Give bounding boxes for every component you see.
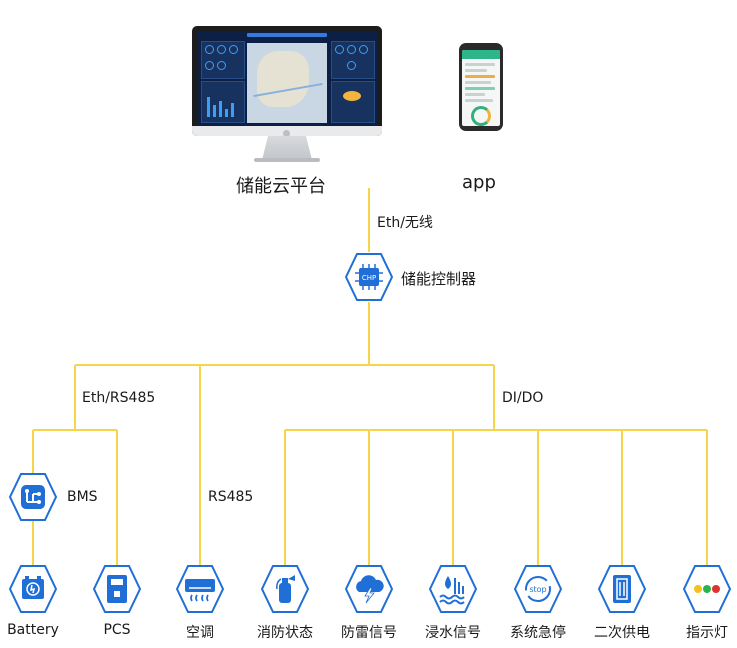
battery-icon: [22, 576, 44, 599]
indicator-node: [682, 565, 732, 613]
pcs-node: [92, 565, 142, 613]
pcs-icon: [107, 575, 127, 603]
device-label-indicator: 指示灯: [686, 625, 728, 641]
device-label-power-supply: 二次供电: [594, 625, 650, 641]
device-label-fire: 消防状态: [257, 625, 313, 641]
power-supply-node: [597, 565, 647, 613]
app-label: app: [462, 172, 496, 193]
device-label-lightning: 防雷信号: [341, 625, 397, 641]
fire-extinguisher-icon: [276, 575, 295, 603]
lightning-node: [344, 565, 394, 613]
air-conditioner-node: [175, 565, 225, 613]
battery-node: [8, 565, 58, 613]
app-screen: [462, 50, 500, 126]
device-label-air-conditioner: 空调: [186, 625, 214, 641]
monitor-illustration: [192, 26, 382, 164]
power-supply-icon: [613, 575, 631, 603]
stop-text: stop: [529, 585, 546, 594]
indicator-light-icon: [694, 585, 720, 593]
phone-illustration: [459, 43, 503, 131]
cloud-platform-label: 储能云平台: [236, 176, 326, 197]
device-label-water: 浸水信号: [425, 625, 481, 641]
air-conditioner-icon: [185, 579, 215, 602]
lightning-cloud-icon: [356, 575, 384, 604]
dashboard-screen: [197, 31, 377, 126]
controller-node: CHP: [344, 253, 394, 301]
fire-node: [260, 565, 310, 613]
stop-node: stop: [513, 565, 563, 613]
chip-text: CHP: [362, 274, 376, 282]
device-label-pcs: PCS: [103, 622, 131, 638]
dido-bus-label: DI/DO: [502, 390, 544, 406]
ac-link-label: RS485: [208, 489, 254, 505]
water-level-icon: [439, 576, 465, 605]
device-label-stop: 系统急停: [510, 625, 566, 641]
bms-label: BMS: [67, 489, 98, 505]
device-label-battery: Battery: [7, 622, 59, 638]
left-bus-label: Eth/RS485: [82, 390, 156, 406]
stop-icon: stop: [525, 576, 551, 602]
uplink-label: Eth/无线: [377, 215, 433, 231]
bms-icon: [21, 485, 45, 509]
bms-node: [8, 473, 58, 521]
water-node: [428, 565, 478, 613]
controller-label: 储能控制器: [401, 270, 477, 288]
chip-icon: CHP: [355, 264, 383, 290]
